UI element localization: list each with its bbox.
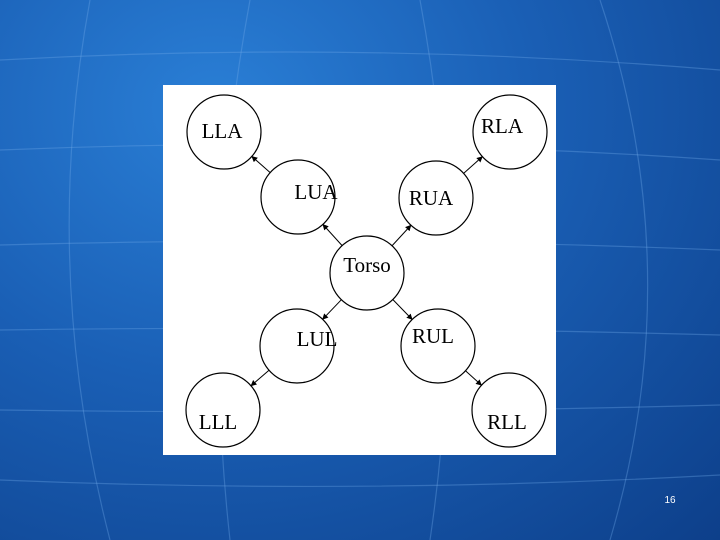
node-rll: RLL	[471, 372, 547, 448]
node-circle-lla	[186, 94, 262, 170]
node-label-lll: LLL	[199, 410, 237, 434]
node-circle-rll	[471, 372, 547, 448]
body-part-graph: Torso LUA RUA LLA RLA LUL RUL LLL RLL	[185, 94, 548, 448]
edge-rua-to-rla	[463, 156, 483, 174]
node-circle-lll	[185, 372, 261, 448]
node-rua: RUA	[398, 160, 474, 236]
node-rla: RLA	[472, 94, 548, 170]
node-lua: LUA	[260, 159, 338, 235]
node-label-rll: RLL	[487, 410, 527, 434]
edge-torso-to-rul	[392, 299, 413, 320]
edge-lul-to-lll	[250, 369, 270, 387]
node-circle-rua	[398, 160, 474, 236]
diagram-panel: Torso LUA RUA LLA RLA LUL RUL LLL RLL	[163, 85, 556, 455]
node-lll: LLL	[185, 372, 261, 448]
node-label-lul: LUL	[297, 327, 338, 351]
node-label-lla: LLA	[202, 119, 244, 143]
node-rul: RUL	[400, 308, 476, 384]
edge-rul-to-rll	[465, 370, 482, 386]
edge-lua-to-lla	[251, 156, 271, 173]
node-circle-lul	[259, 308, 335, 384]
node-lul: LUL	[259, 308, 338, 384]
node-lla: LLA	[186, 94, 262, 170]
node-label-rua: RUA	[409, 186, 454, 210]
node-circle-torso	[329, 235, 405, 311]
node-torso: Torso	[329, 235, 405, 311]
node-label-rla: RLA	[481, 114, 524, 138]
edge-torso-to-lua	[322, 223, 343, 246]
page-number: 16	[664, 495, 676, 506]
node-circle-rul	[400, 308, 476, 384]
edge-torso-to-rua	[391, 224, 412, 247]
node-label-torso: Torso	[343, 253, 391, 277]
edge-torso-to-lul	[322, 299, 342, 320]
node-label-rul: RUL	[412, 324, 454, 348]
node-circle-lua	[260, 159, 336, 235]
node-circle-rla	[472, 94, 548, 170]
node-label-lua: LUA	[294, 180, 338, 204]
